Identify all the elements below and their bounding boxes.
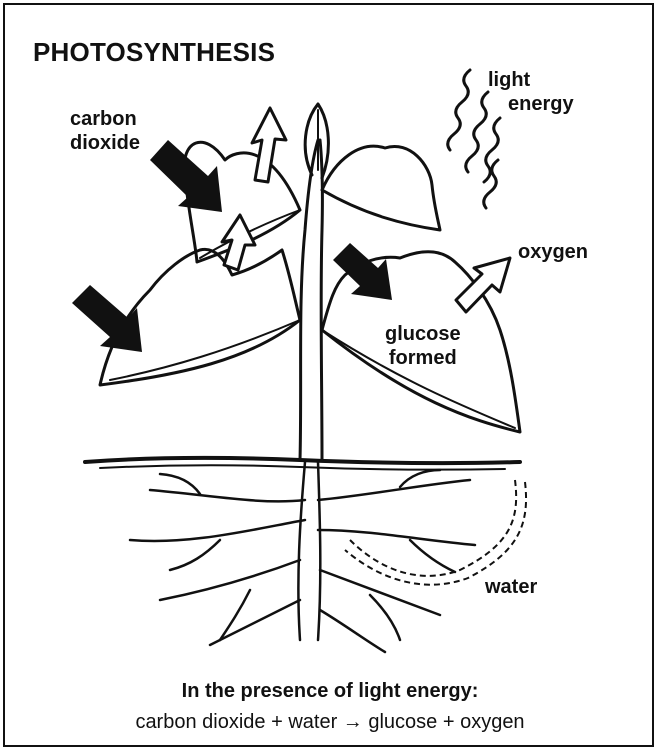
upper-right-leaf — [322, 146, 440, 230]
label-glucose-formed: glucose formed — [385, 322, 461, 370]
caption-equation: carbon dioxide + water → glucose + oxyge… — [0, 711, 660, 734]
label-carbon-dioxide: carbon dioxide — [70, 107, 140, 155]
plant-stem — [300, 140, 318, 460]
label-water: water — [485, 575, 537, 599]
oxygen-arrow-top — [252, 108, 286, 182]
label-glucose-line1: glucose — [385, 323, 461, 345]
oxygen-arrow-right — [456, 258, 510, 312]
label-carbon-dioxide-line1: carbon — [70, 108, 137, 130]
caption-condition: In the presence of light energy: — [0, 680, 660, 703]
label-light-energy: light energy — [488, 68, 574, 116]
ground-line — [85, 458, 520, 463]
label-carbon-dioxide-line2: dioxide — [70, 132, 140, 154]
label-glucose-line2: formed — [389, 347, 457, 369]
co2-arrow-right — [333, 243, 392, 300]
label-oxygen: oxygen — [518, 240, 588, 264]
label-light-line1: light — [488, 69, 530, 91]
co2-arrow-lower — [72, 285, 142, 352]
oxygen-arrow-mid — [222, 215, 255, 270]
root-system — [130, 462, 475, 652]
label-light-line2: energy — [488, 92, 574, 116]
